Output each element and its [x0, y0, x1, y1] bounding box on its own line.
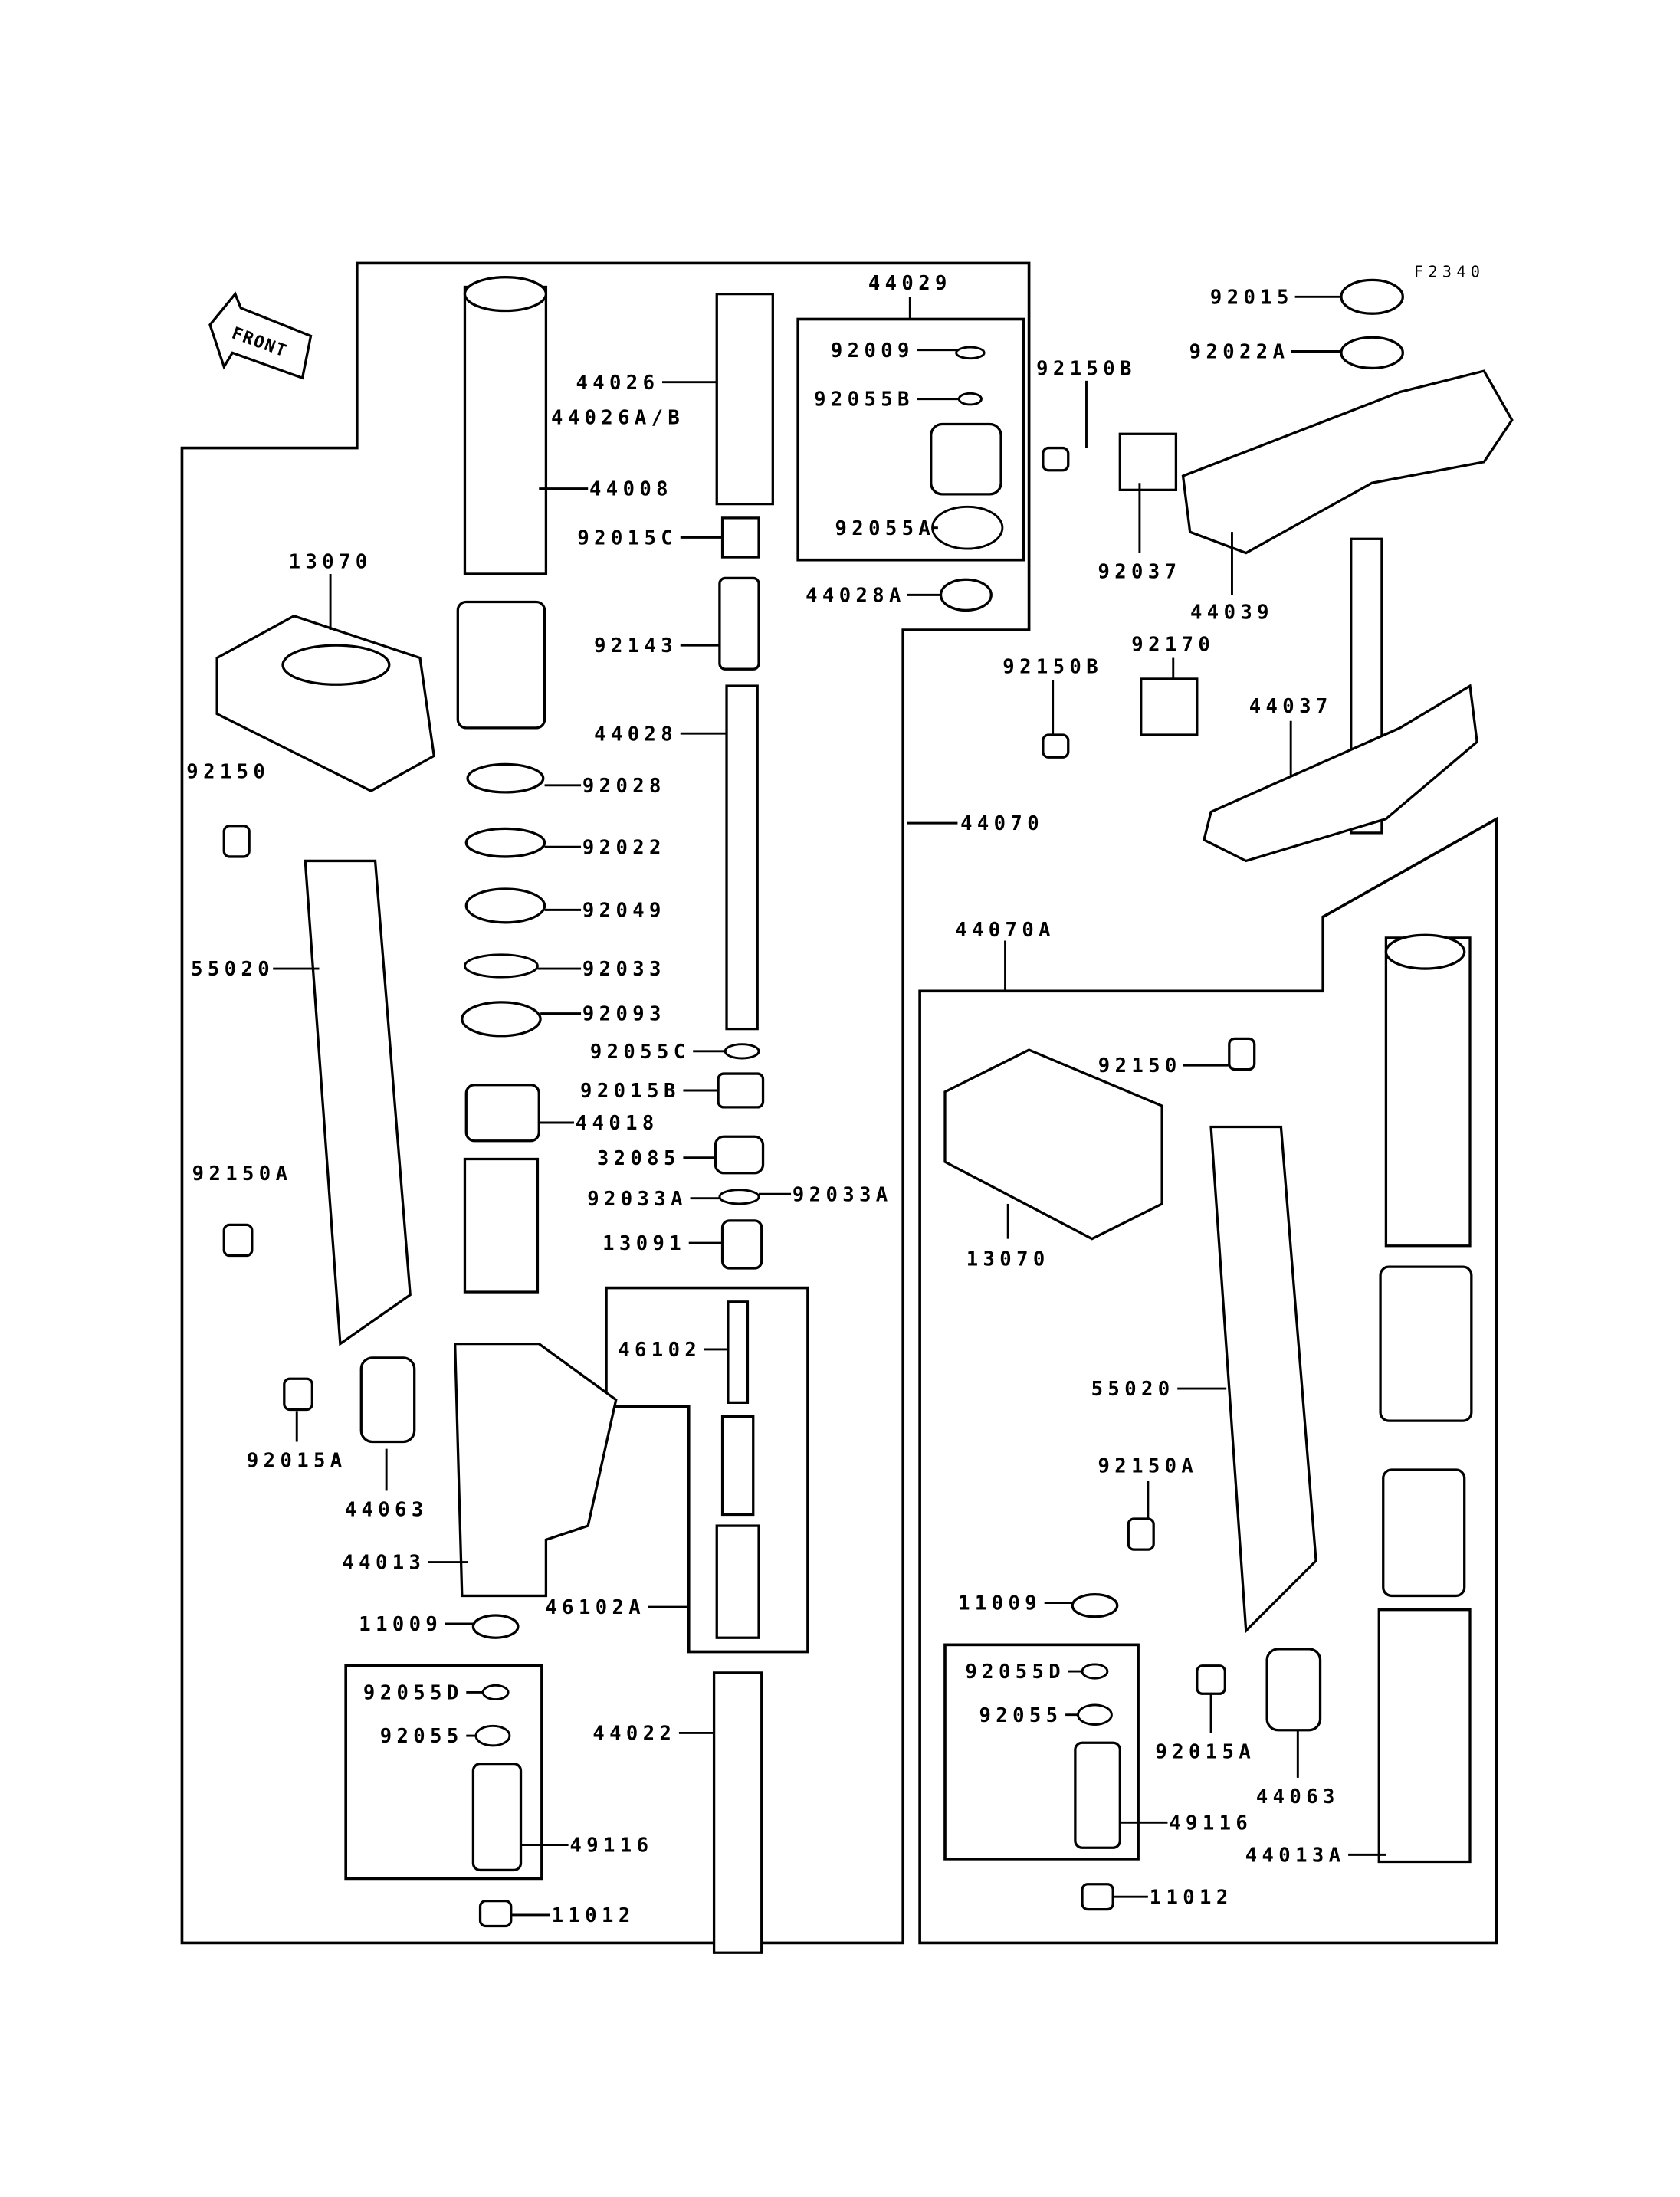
label-44029: 44029: [868, 272, 952, 295]
label-11012: 11012: [552, 1904, 635, 1927]
label-92015B: 92015B: [580, 1080, 681, 1103]
label-92055A: 92055A: [835, 517, 936, 540]
label-44026AB: 44026A/B: [551, 407, 684, 430]
label-92015C: 92015C: [577, 527, 678, 550]
label-92009: 92009: [831, 339, 914, 362]
label-92150: 92150: [186, 761, 270, 784]
label-44070A: 44070A: [955, 919, 1055, 942]
label-92055: 92055: [380, 1725, 464, 1748]
label-92028: 92028: [582, 775, 666, 798]
label-49116: 49116: [569, 1835, 653, 1858]
left-fork-frame: [180, 261, 1031, 1945]
label-92015A: 92015A: [247, 1449, 347, 1472]
right-labels: 92015 92022A 92150B 92037 44039 92170 92…: [958, 286, 1346, 1909]
label-92055-right: 92055: [979, 1704, 1063, 1727]
leader-lines: [273, 295, 1386, 1917]
label-49116-right: 49116: [1169, 1812, 1252, 1835]
label-11009: 11009: [359, 1613, 442, 1636]
label-44013: 44013: [342, 1552, 425, 1575]
label-92055B: 92055B: [814, 389, 914, 412]
label-13070: 13070: [289, 551, 372, 574]
label-46102: 46102: [618, 1339, 701, 1362]
label-44028A: 44028A: [806, 584, 906, 607]
label-44063: 44063: [345, 1498, 428, 1521]
left-labels: 92009 92055B 92055A 44028A 44026 44026A/…: [186, 339, 936, 1927]
label-13070-right: 13070: [966, 1248, 1050, 1271]
label-13091: 13091: [602, 1232, 686, 1255]
valve-box-left: [344, 1664, 543, 1881]
label-92150A: 92150A: [192, 1162, 293, 1185]
label-44063-right: 44063: [1256, 1785, 1340, 1808]
label-11009-right: 11009: [958, 1592, 1042, 1615]
label-92022A: 92022A: [1189, 341, 1290, 364]
label-92015A-right: 92015A: [1155, 1740, 1255, 1763]
label-55020-right: 55020: [1091, 1378, 1175, 1401]
label-46102A: 46102A: [545, 1596, 645, 1619]
label-92049: 92049: [582, 899, 666, 922]
right-fork-frame: [918, 816, 1498, 1945]
parts-left: [215, 276, 1004, 1954]
label-92022: 92022: [582, 836, 666, 859]
label-92037: 92037: [1098, 560, 1181, 583]
label-44070: 44070: [960, 812, 1044, 835]
label-44022: 44022: [592, 1723, 676, 1746]
label-55020: 55020: [191, 958, 274, 981]
label-92033A-right: 92033A: [792, 1183, 893, 1206]
label-92055D: 92055D: [363, 1682, 464, 1705]
label-44013A: 44013A: [1245, 1844, 1346, 1867]
label-92055D-right: 92055D: [965, 1661, 1065, 1684]
label-44008: 44008: [589, 478, 673, 501]
label-92170: 92170: [1131, 633, 1215, 656]
valve-box-right: [943, 1643, 1140, 1861]
label-92015: 92015: [1210, 286, 1294, 309]
label-92093: 92093: [582, 1003, 666, 1026]
label-92150B-top: 92150B: [1036, 358, 1137, 381]
label-44018: 44018: [576, 1112, 659, 1135]
label-44026: 44026: [576, 372, 659, 395]
label-11012-right: 11012: [1150, 1886, 1233, 1909]
label-32085: 32085: [597, 1147, 681, 1170]
front-arrow-logo: FRONT: [208, 291, 313, 380]
label-92033: 92033: [582, 958, 666, 981]
label-92143: 92143: [594, 635, 678, 657]
label-92055C: 92055C: [590, 1041, 691, 1064]
label-92033A-left: 92033A: [587, 1188, 687, 1211]
label-44028: 44028: [594, 723, 678, 746]
label-92150A-right: 92150A: [1098, 1455, 1199, 1478]
label-92150B-bottom: 92150B: [1002, 656, 1103, 679]
label-92150-right: 92150: [1098, 1054, 1182, 1077]
label-44039: 44039: [1190, 601, 1274, 624]
diagram-code: F2340: [1414, 263, 1485, 281]
label-44037: 44037: [1249, 695, 1333, 718]
